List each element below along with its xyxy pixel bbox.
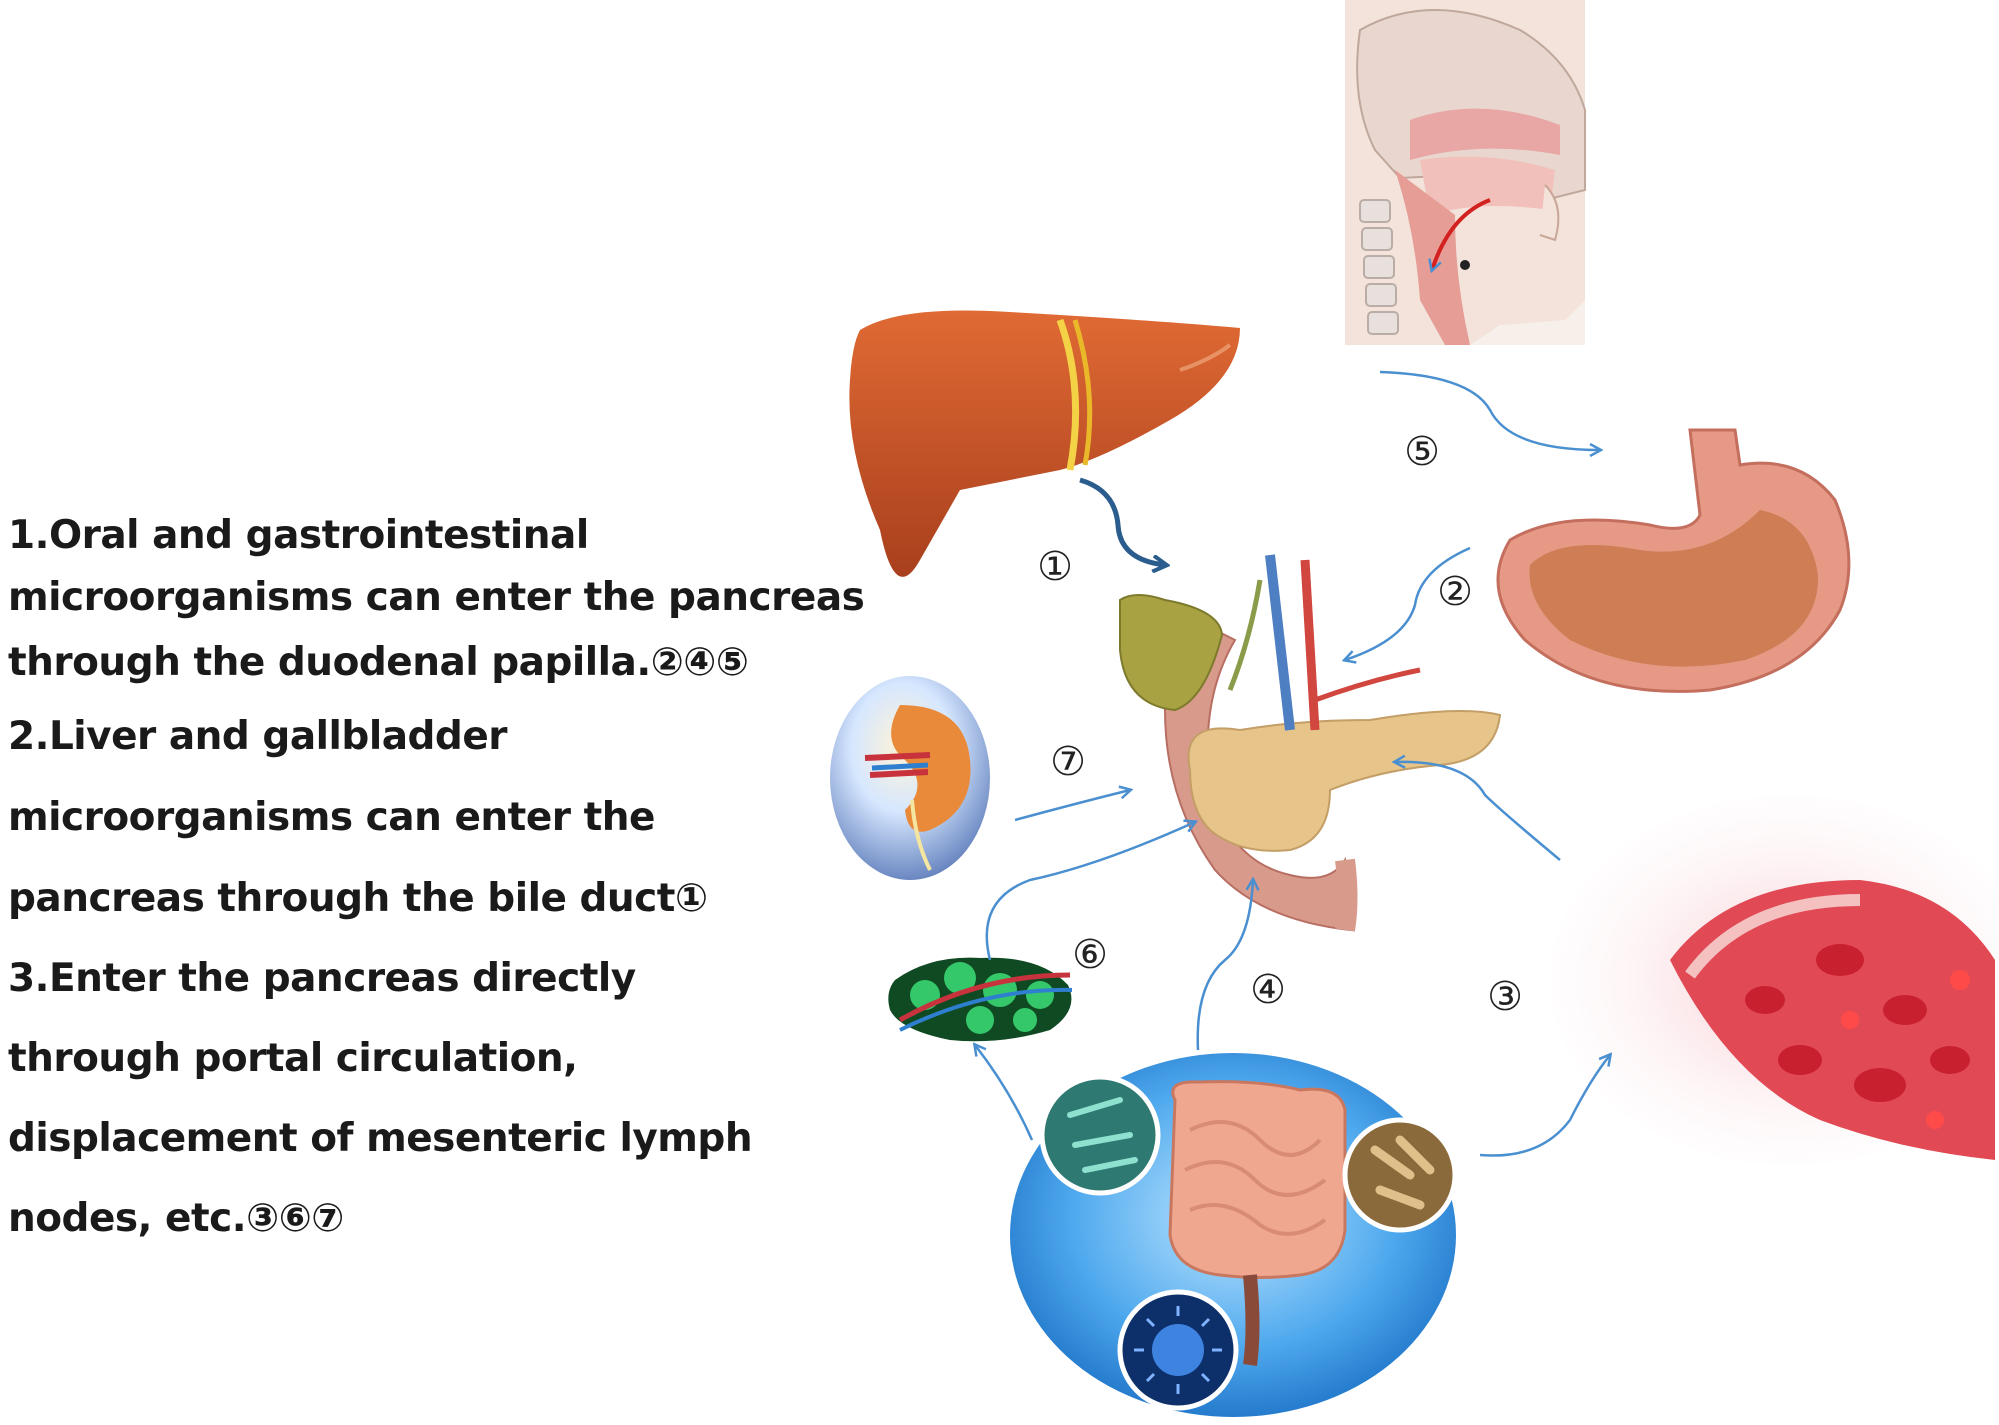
legend-text: 1.Oral and gastrointestinal microorganis… bbox=[8, 505, 865, 1259]
legend-line: pancreas through the bile duct① bbox=[8, 876, 708, 921]
lymph-node-illustration bbox=[888, 957, 1073, 1042]
stomach-illustration bbox=[1496, 428, 1851, 693]
legend-line: 1.Oral and gastrointestinal bbox=[8, 513, 589, 558]
legend-line: microorganisms can enter the bbox=[8, 795, 655, 840]
legend-line: 2.Liver and gallbladder bbox=[8, 714, 508, 759]
kidney-illustration bbox=[830, 676, 990, 880]
pancreas-illustration bbox=[1119, 554, 1502, 932]
arrow-lymph-to-pancreas bbox=[985, 822, 1195, 961]
route-number-6: ⑥ bbox=[1072, 932, 1108, 978]
route-number-3: ③ bbox=[1487, 974, 1523, 1020]
legend-line: microorganisms can enter the pancreas bbox=[8, 575, 865, 620]
arrow-liver-to-pancreas bbox=[1079, 477, 1165, 565]
arrow-gut-to-lymph bbox=[975, 1045, 1034, 1141]
route-number-7: ⑦ bbox=[1050, 739, 1086, 785]
blood-vessel-illustration bbox=[1550, 795, 1999, 1165]
legend-line: through the duodenal papilla.②④⑤ bbox=[8, 640, 749, 685]
arrow-blood-to-pancreas bbox=[1395, 762, 1561, 861]
legend-line: through portal circulation, bbox=[8, 1036, 578, 1081]
arrow-stomach-to-pancreas bbox=[1345, 546, 1471, 660]
legend-line: nodes, etc.③⑥⑦ bbox=[8, 1196, 344, 1241]
gut-microbiota-illustration bbox=[1010, 1053, 1458, 1417]
head-oral-cavity-illustration bbox=[1345, 0, 1586, 345]
liver-illustration bbox=[849, 310, 1240, 577]
route-number-5: ⑤ bbox=[1404, 429, 1440, 475]
legend-line: 3.Enter the pancreas directly bbox=[8, 956, 636, 1001]
route-number-4: ④ bbox=[1250, 967, 1286, 1013]
arrow-gut-to-blood bbox=[1479, 1055, 1610, 1157]
arrow-kidney-to-pancreas bbox=[1014, 790, 1130, 822]
route-arrows bbox=[975, 370, 1610, 1157]
route-number-2: ② bbox=[1437, 569, 1473, 615]
route-number-1: ① bbox=[1037, 544, 1073, 590]
legend-line: displacement of mesenteric lymph bbox=[8, 1116, 753, 1161]
arrow-oral-to-stomach bbox=[1379, 370, 1600, 450]
arrow-gut-to-pancreas bbox=[1196, 880, 1253, 1051]
